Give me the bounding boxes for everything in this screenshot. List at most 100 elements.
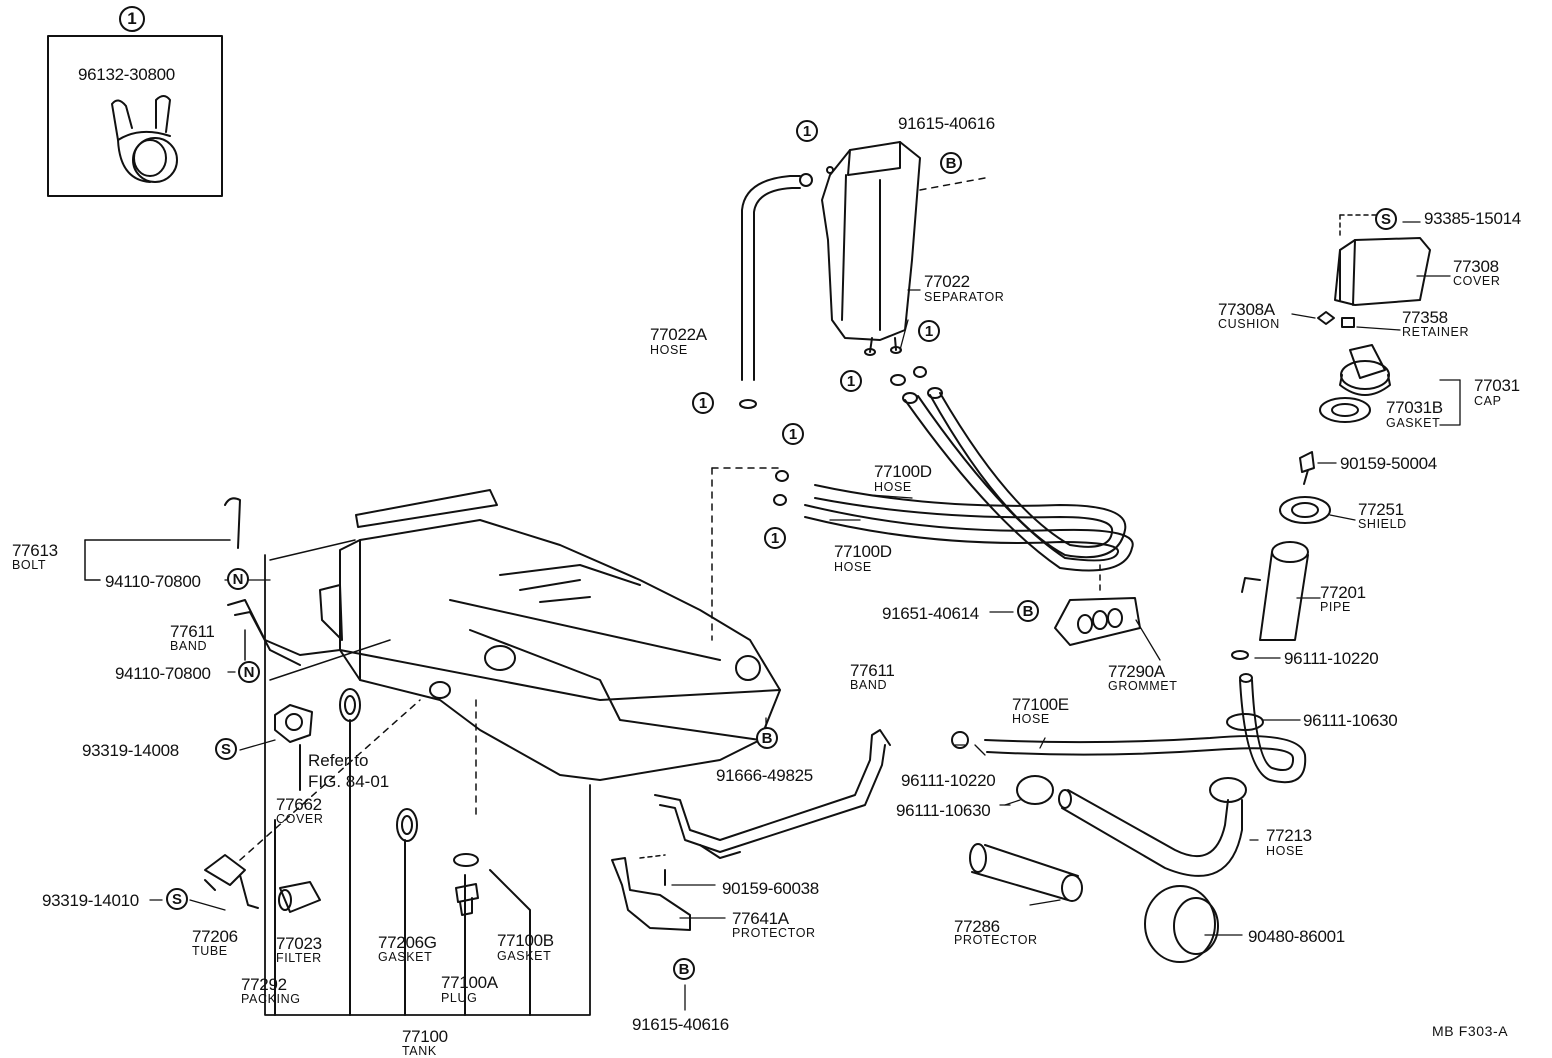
label-77100e-num: 77100E [1012, 695, 1069, 714]
leader-lines [149, 221, 1461, 1011]
label-77023-num: 77023 [276, 934, 322, 953]
hoses-77100d-drawing [773, 366, 1134, 591]
label-91651: 91651-40614 [882, 604, 979, 623]
label-77641a-name: PROTECTOR [732, 926, 816, 940]
label-77031-name: CAP [1474, 394, 1502, 408]
tank-drawing [239, 467, 781, 1016]
marker-s-left-top: S [215, 738, 237, 760]
label-77206-num: 77206 [192, 927, 238, 946]
label-91615-top: 91615-40616 [898, 114, 995, 133]
label-77100d-top-num: 77100D [874, 462, 932, 481]
hose-77022a-drawing [739, 173, 813, 409]
label-77100d-bot-name: HOSE [834, 560, 872, 574]
label-77662-num: 77662 [276, 795, 322, 814]
marker-n-bottom: N [238, 661, 260, 683]
cover-77308-drawing [1317, 214, 1431, 328]
label-77611-right-num: 77611 [850, 661, 895, 680]
label-77023-name: FILTER [276, 951, 322, 965]
label-77292-num: 77292 [241, 975, 287, 994]
marker-b-grommet: B [1017, 600, 1039, 622]
label-77100-name: TANK [402, 1044, 437, 1058]
inset-clamp-drawing [111, 95, 178, 183]
label-77031b-name: GASKET [1386, 416, 1441, 430]
label-77611-left-name: BAND [170, 639, 208, 653]
label-94110-top: 94110-70800 [105, 572, 201, 591]
pipe-drawing [1231, 541, 1309, 660]
refer-to-line-1: Refer to [308, 751, 369, 770]
grommet-drawing [1054, 597, 1141, 646]
label-77100b-num: 77100B [497, 931, 554, 950]
label-77286-name: PROTECTOR [954, 933, 1038, 947]
label-77201-num: 77201 [1320, 583, 1366, 602]
label-77611-right-name: BAND [850, 678, 888, 692]
cover-77662-drawing [274, 704, 313, 791]
label-77022a-name: HOSE [650, 343, 688, 357]
label-77206g-num: 77206G [378, 933, 437, 952]
label-77292-name: PACKING [241, 992, 301, 1006]
marker-1-a: 1 [796, 120, 818, 142]
cap-drawing [1319, 344, 1391, 423]
grommet-90480-drawing [1144, 885, 1219, 963]
marker-1-b: 1 [918, 320, 940, 342]
label-77031-num: 77031 [1474, 376, 1520, 395]
shield-drawing [1279, 496, 1331, 524]
hose-77213-drawing [1016, 775, 1247, 877]
label-77358-num: 77358 [1402, 308, 1448, 327]
bolt-band-left-drawing [84, 497, 341, 666]
label-77613-name: BOLT [12, 558, 47, 572]
marker-b-tank: B [756, 727, 778, 749]
label-77022-name: SEPARATOR [924, 290, 1005, 304]
label-96111-10630-right: 96111-10630 [1303, 711, 1398, 730]
label-96111-10220-mid: 96111-10220 [901, 771, 996, 790]
label-77290a-name: GROMMET [1108, 679, 1178, 693]
inset-marker-circle: 1 [119, 6, 145, 32]
marker-s-left-bottom: S [166, 888, 188, 910]
label-77100a-name: PLUG [441, 991, 478, 1005]
marker-1-e: 1 [782, 423, 804, 445]
label-77213-name: HOSE [1266, 844, 1304, 858]
marker-b-top: B [940, 152, 962, 174]
label-77100d-bot-num: 77100D [834, 542, 892, 561]
marker-s-top: S [1375, 208, 1397, 230]
label-77100e-name: HOSE [1012, 712, 1050, 726]
inset-part-number: 96132-30800 [78, 65, 175, 84]
label-77206-name: TUBE [192, 944, 228, 958]
label-77641a-num: 77641A [732, 909, 789, 928]
label-77662-name: COVER [276, 812, 324, 826]
label-91666: 91666-49825 [716, 766, 813, 785]
marker-n-top: N [227, 568, 249, 590]
label-77206g-name: GASKET [378, 950, 433, 964]
label-77290a-num: 77290A [1108, 662, 1165, 681]
label-77213-num: 77213 [1266, 826, 1312, 845]
label-77031b-num: 77031B [1386, 398, 1443, 417]
label-77251-name: SHIELD [1358, 517, 1407, 531]
label-77308a-num: 77308A [1218, 300, 1275, 319]
band-right-drawing [654, 729, 891, 859]
plug-drawing [453, 853, 479, 916]
label-77201-name: PIPE [1320, 600, 1351, 614]
label-77100a-num: 77100A [441, 973, 498, 992]
label-91615-bottom: 91615-40616 [632, 1015, 729, 1034]
label-90159-60038: 90159-60038 [722, 879, 819, 898]
label-93385: 93385-15014 [1424, 209, 1521, 228]
label-90480: 90480-86001 [1248, 927, 1345, 946]
label-77100d-top-name: HOSE [874, 480, 912, 494]
protector-77641a-drawing [611, 854, 691, 931]
marker-1-c: 1 [840, 370, 862, 392]
label-93319-14010: 93319-14010 [42, 891, 139, 910]
label-96111-10630-mid: 96111-10630 [896, 801, 991, 820]
label-77100-num: 77100 [402, 1027, 448, 1046]
label-77022a-num: 77022A [650, 325, 707, 344]
label-93319-14008: 93319-14008 [82, 741, 179, 760]
marker-1-d: 1 [692, 392, 714, 414]
label-77308-name: COVER [1453, 274, 1501, 288]
figure-code: MB F303-A [1432, 1023, 1509, 1039]
inset-frame [47, 35, 223, 197]
label-94110-bottom: 94110-70800 [115, 664, 211, 683]
marker-1-f: 1 [764, 527, 786, 549]
label-77308a-name: CUSHION [1218, 317, 1280, 331]
separator-drawing [821, 141, 986, 356]
label-96111-10220-right: 96111-10220 [1284, 649, 1379, 668]
